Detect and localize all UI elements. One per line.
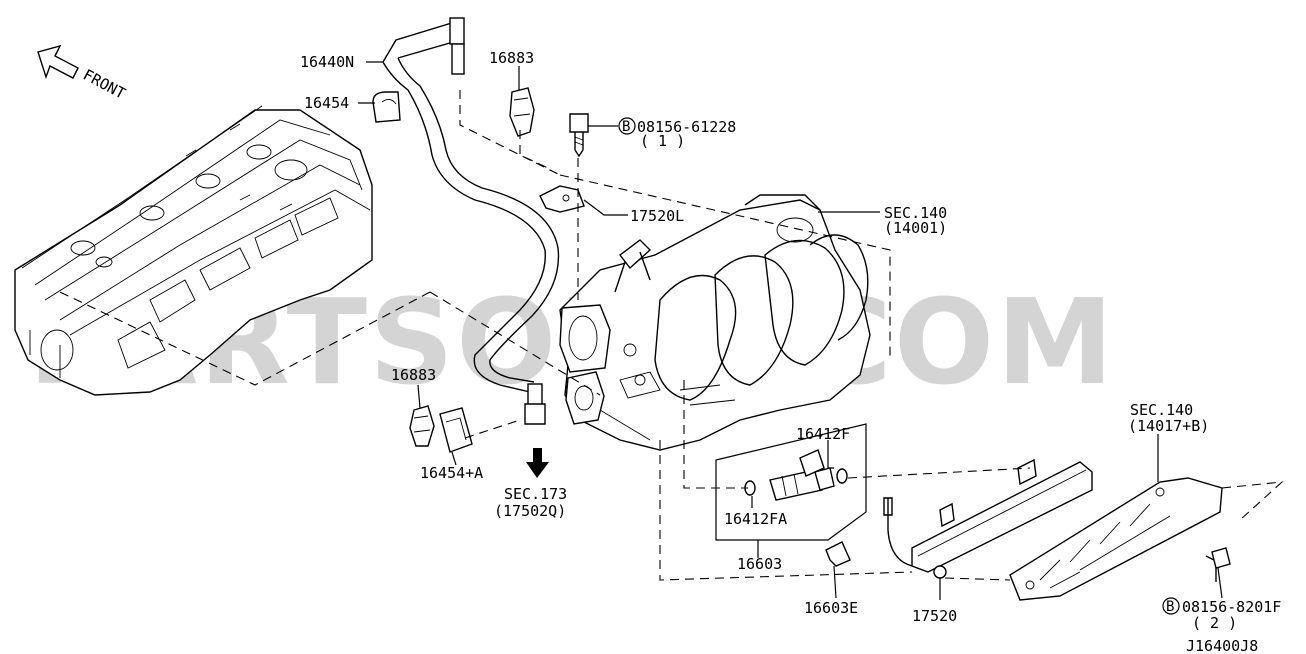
bolt-marker-bottom-letter: B [1166, 599, 1174, 615]
cylinder-head-illustration [14, 105, 373, 396]
label-16454: 16454 [304, 94, 349, 112]
label-16883-lower: 16883 [391, 366, 436, 384]
label-16603: 16603 [737, 555, 782, 573]
label-bolt-top-qty: ( 1 ) [640, 132, 685, 150]
fuel-rail-17520 [883, 458, 1093, 579]
sec173-direction-arrow [526, 448, 549, 478]
intake-manifold-illustration [559, 194, 871, 451]
clip-16454A [439, 407, 473, 453]
label-sec140-intake: SEC.140 [884, 204, 947, 222]
bracket-17520L [539, 185, 585, 213]
bolt-marker-top: B [618, 117, 636, 135]
bolt-08156-8201F [1205, 547, 1231, 582]
label-sec140-cover-ref: (14017+B) [1128, 417, 1209, 435]
assembly-dashed-lines [59, 90, 1284, 581]
clamp-16883-top [509, 87, 535, 137]
label-bolt-top-part: 08156-61228 [637, 118, 736, 136]
label-bolt-bottom-qty: ( 2 ) [1192, 614, 1237, 632]
leader-lines [358, 61, 1223, 600]
label-16883-top: 16883 [489, 49, 534, 67]
bolt-08156-61228 [569, 113, 589, 158]
label-16412FA: 16412FA [724, 510, 787, 528]
clip-16603E [825, 541, 851, 567]
label-17520: 17520 [912, 607, 957, 625]
label-16603E: 16603E [804, 599, 858, 617]
drawing-code: J16400J8 [1186, 637, 1258, 654]
front-direction-arrow [37, 44, 79, 80]
bolt-marker-top-letter: B [622, 119, 630, 135]
bolt-marker-bottom: B [1162, 597, 1180, 615]
front-direction-label: FRONT [80, 66, 128, 103]
label-bolt-bottom-part: 08156-8201F [1182, 598, 1281, 616]
label-16440N: 16440N [300, 53, 354, 71]
label-17520L: 17520L [630, 207, 684, 225]
label-16454A: 16454+A [420, 464, 483, 482]
label-sec140-cover: SEC.140 [1130, 401, 1193, 419]
label-sec173-ref: (17502Q) [494, 502, 566, 520]
label-sec140-intake-ref: (14001) [884, 219, 947, 237]
label-sec173: SEC.173 [504, 485, 567, 503]
injector-cover-14017B [1009, 477, 1223, 601]
clamp-16883-lower [409, 405, 435, 447]
fuel-injector-16603 [744, 449, 848, 501]
fuel-hose-16440N [382, 17, 560, 425]
label-16412F: 16412F [796, 425, 850, 443]
clip-16454 [372, 91, 401, 123]
